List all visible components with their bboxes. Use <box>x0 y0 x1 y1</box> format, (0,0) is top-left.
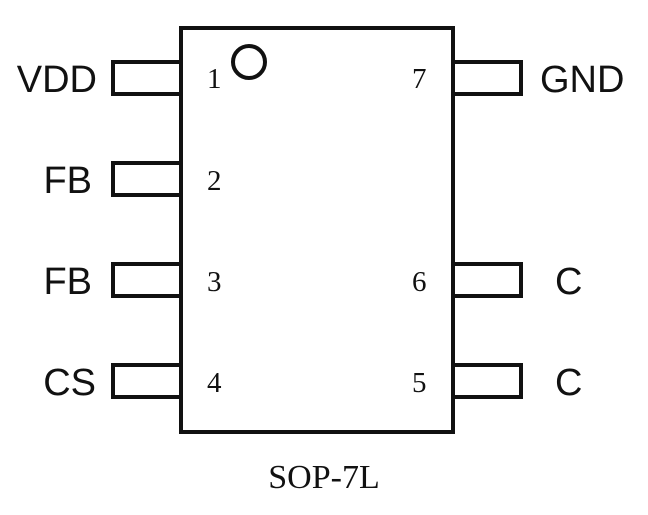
pin-5-label: C <box>555 362 582 404</box>
pin-3-lead <box>111 262 183 298</box>
pin-6-lead <box>451 262 523 298</box>
package-name: SOP-7L <box>268 459 379 496</box>
pin-2-lead <box>111 161 183 197</box>
pin-2-number: 2 <box>207 165 222 197</box>
chip-body <box>179 26 455 434</box>
pin1-marker-dot <box>231 44 267 80</box>
pin-7-label: GND <box>540 59 624 101</box>
pin-6-number: 6 <box>412 266 427 298</box>
pin-4-lead <box>111 363 183 399</box>
pin-7-number: 7 <box>412 63 427 95</box>
pin-1-lead <box>111 60 183 96</box>
pin-1-label: VDD <box>17 59 97 101</box>
pin-5-number: 5 <box>412 367 427 399</box>
pin-5-lead <box>451 363 523 399</box>
pin-4-label: CS <box>43 362 96 404</box>
pin-4-number: 4 <box>207 367 222 399</box>
pin-6-label: C <box>555 261 582 303</box>
pin-7-lead <box>451 60 523 96</box>
pin-3-number: 3 <box>207 266 222 298</box>
pin-1-number: 1 <box>207 63 222 95</box>
pin-3-label: FB <box>43 261 92 303</box>
pin-2-label: FB <box>43 160 92 202</box>
